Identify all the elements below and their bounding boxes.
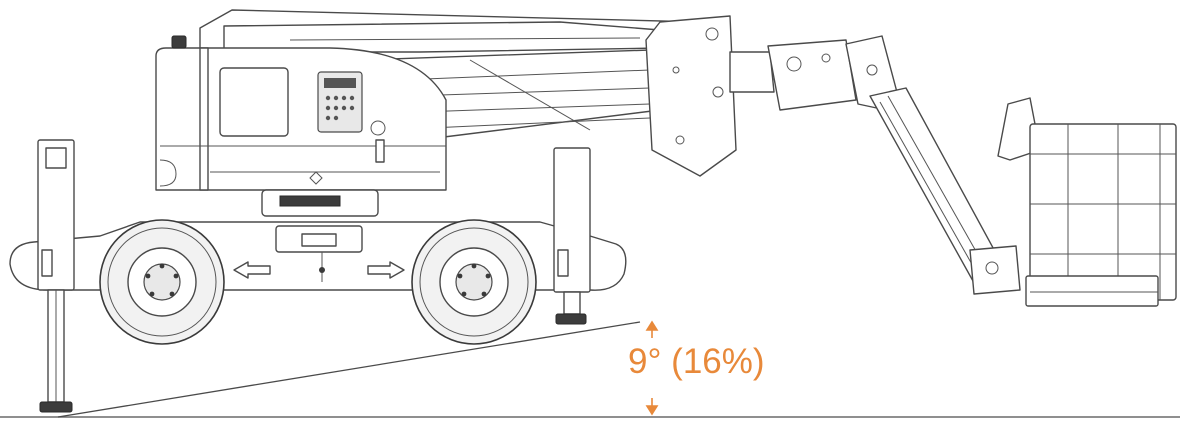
slope-angle-label: 9° (16%) — [628, 342, 765, 381]
direction-arrow-right-icon — [367, 261, 405, 279]
slope-line — [57, 321, 641, 418]
rear-wheel — [99, 219, 225, 345]
turntable-housing — [155, 35, 447, 191]
control-panel-buttons — [324, 78, 356, 121]
boom-knuckle — [645, 15, 737, 177]
slope-dimension-arrows — [645, 320, 659, 416]
left-outrigger — [37, 139, 75, 413]
platform-basket — [997, 97, 1177, 307]
jib-arm — [729, 35, 1021, 295]
right-outrigger — [553, 147, 591, 325]
slew-ring — [261, 171, 379, 217]
direction-arrow-left-icon — [233, 261, 271, 279]
front-wheel — [411, 219, 537, 345]
